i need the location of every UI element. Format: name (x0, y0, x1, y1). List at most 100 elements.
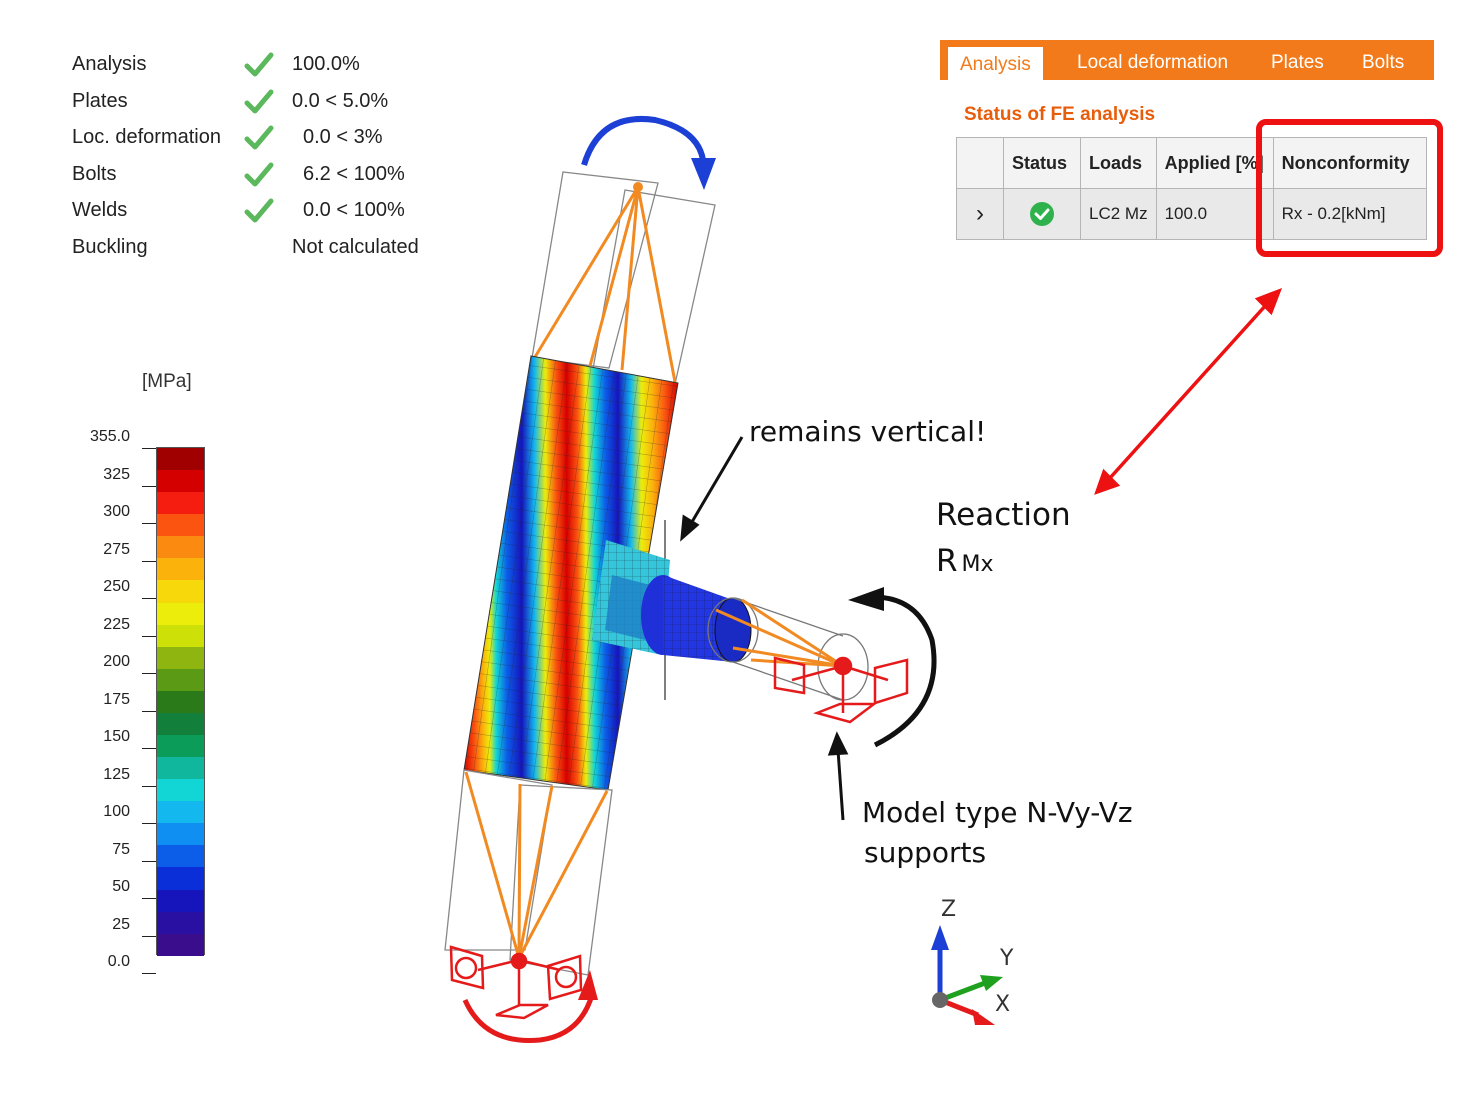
legend-color-cell (157, 558, 204, 581)
upper-node (633, 182, 643, 192)
axis-x-label: X (995, 992, 1011, 1017)
legend-color-bar (156, 447, 205, 956)
legend-tick-mark (142, 860, 156, 862)
lower-member-wireframe (444, 769, 613, 976)
axis-triad (931, 925, 1003, 1025)
legend-tick-label: 325 (103, 465, 130, 483)
results-tabbar: Analysis Local deformation Plates Bolts (940, 40, 1434, 82)
status-ok-icon (1030, 202, 1054, 226)
legend-tick-mark (142, 748, 156, 749)
legend-tick-label: 0.0 (107, 953, 130, 970)
legend-color-cell (157, 845, 204, 868)
legend-tick-label: 355.0 (89, 428, 130, 445)
legend-color-cell (157, 779, 204, 802)
legend-color-cell (157, 823, 204, 846)
legend-color-cell (157, 602, 204, 625)
table-header-row: Status Loads Applied [%] Nonconformity (956, 137, 1427, 189)
legend-color-cell (157, 624, 204, 647)
legend-color-cell (157, 690, 204, 713)
legend-tick-mark (142, 485, 156, 487)
legend-color-cell (157, 646, 204, 669)
summary-label: Welds (72, 199, 128, 221)
legend-tick-mark (142, 710, 156, 712)
legend-color-cell (157, 470, 204, 493)
reaction-moment-arrow (462, 970, 598, 1043)
legend-tick-label: 150 (103, 728, 130, 745)
lower-rigid-links (464, 771, 609, 959)
legend-tick-mark (142, 898, 156, 899)
summary-value: 0.0 < 3% (303, 126, 383, 148)
legend-unit: [MPa] (142, 371, 192, 392)
tab-local-deformation[interactable]: Local deformation (1077, 52, 1229, 73)
legend-color-cell (157, 735, 204, 758)
legend-tick-mark (142, 973, 156, 974)
legend-tick-label: 125 (103, 765, 130, 783)
reaction-symbol-subscript: Mx (961, 552, 994, 577)
remains-vertical-note: remains vertical! (749, 415, 987, 448)
branch-supports (773, 656, 909, 724)
col-status[interactable]: Status (1003, 137, 1081, 189)
nonconformity-cell: Rx - 0.2[kNm] (1272, 188, 1427, 240)
legend-tick-label: 275 (103, 540, 130, 558)
check-icon (244, 89, 274, 114)
fe-status-table: Status Loads Applied [%] Nonconformity ›… (956, 137, 1427, 240)
expand-chevron-icon[interactable]: › (956, 188, 1004, 240)
summary-value: 0.0 < 100% (303, 199, 405, 221)
applied-cell: 100.0 (1155, 188, 1274, 240)
legend-color-cell (157, 933, 204, 956)
tab-plates[interactable]: Plates (1271, 52, 1324, 73)
legend-tick-label: 300 (103, 503, 130, 520)
legend-tick-mark (142, 673, 156, 674)
summary-row-welds: Welds 0.0 < 100% (72, 195, 452, 225)
legend-tick-label: 100 (103, 803, 130, 820)
legend-tick-label: 175 (103, 690, 130, 708)
legend-tick-mark (142, 935, 156, 937)
reaction-rmx-arrow (848, 587, 937, 748)
legend-tick-mark (142, 823, 156, 824)
branch-tube (641, 575, 752, 663)
col-expand (956, 137, 1004, 189)
summary-label: Analysis (72, 53, 147, 75)
col-loads[interactable]: Loads (1080, 137, 1157, 189)
upper-rigid-links (533, 186, 677, 383)
tab-bolts[interactable]: Bolts (1362, 52, 1405, 73)
legend-tick-label: 50 (112, 878, 130, 895)
reaction-symbol-letter: R (936, 543, 958, 579)
summary-value: Not calculated (292, 236, 419, 258)
legend-tick-label: 250 (103, 578, 130, 595)
legend-tick-mark (142, 635, 156, 637)
col-nonconformity[interactable]: Nonconformity (1272, 137, 1427, 189)
legend-color-cell (157, 911, 204, 934)
legend-color-cell (157, 867, 204, 890)
moment-load-arrow (581, 116, 716, 190)
legend-tick-label: 75 (112, 840, 130, 858)
legend-tick-mark (142, 448, 156, 449)
summary-label: Buckling (72, 236, 148, 258)
legend-tick-label: 200 (103, 653, 130, 670)
summary-label: Loc. deformation (72, 126, 221, 148)
status-cell (1003, 188, 1081, 240)
check-icon (244, 125, 274, 150)
reaction-label: Reaction (936, 497, 1071, 533)
lower-supports (449, 945, 583, 1020)
check-icon (244, 52, 274, 77)
summary-row-plates: Plates 0.0 < 5.0% (72, 86, 452, 116)
legend-color-cell (157, 448, 204, 471)
tab-analysis[interactable]: Analysis (948, 45, 1043, 82)
col-applied[interactable]: Applied [%] (1155, 137, 1274, 189)
section-title: Status of FE analysis (964, 104, 1156, 125)
axis-z-label: Z (941, 897, 957, 922)
model-type-note-line2: supports (864, 836, 987, 869)
table-row[interactable]: › LC2 Mz 100.0 Rx - 0.2[kNm] (956, 188, 1427, 240)
axis-y-label: Y (1000, 946, 1014, 971)
legend-color-cell (157, 536, 204, 559)
legend-tick-mark (142, 523, 156, 524)
legend-color-cell (157, 514, 204, 537)
annotation-pointers (680, 436, 849, 821)
legend-color-cell (157, 580, 204, 603)
summary-label: Plates (72, 90, 128, 112)
legend-color-cell (157, 492, 204, 515)
loads-cell: LC2 Mz (1080, 188, 1157, 240)
